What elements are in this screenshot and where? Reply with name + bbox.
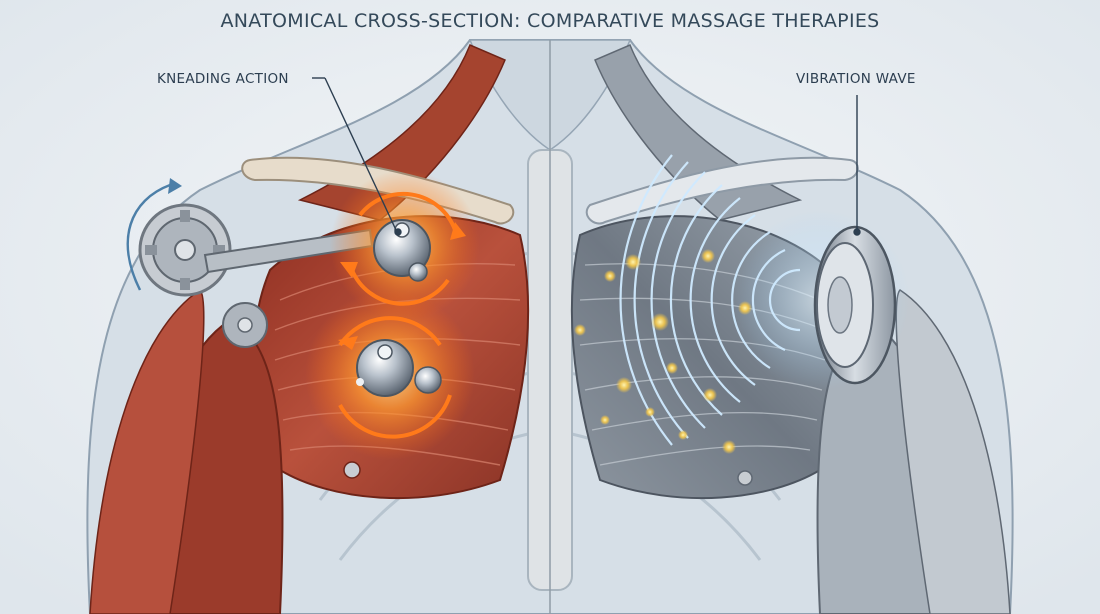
vibration-wave-label: VIBRATION WAVE — [796, 71, 916, 87]
vibration-head-icon — [813, 225, 897, 385]
nodule-left — [343, 461, 361, 479]
gear-icon — [145, 210, 225, 290]
clavicle-right — [585, 156, 859, 225]
kneading-node-icon — [340, 191, 466, 306]
diagram-title: ANATOMICAL CROSS-SECTION: COMPARATIVE MA… — [220, 10, 880, 32]
stimulation-points — [574, 249, 752, 454]
callout-leaders — [312, 77, 861, 236]
kneading-action-label: KNEADING ACTION — [157, 71, 289, 87]
kneading-node-icon — [338, 316, 452, 439]
rotation-arrow-icon — [126, 183, 171, 291]
gear-icon — [222, 302, 268, 348]
nodule-right — [737, 470, 753, 486]
